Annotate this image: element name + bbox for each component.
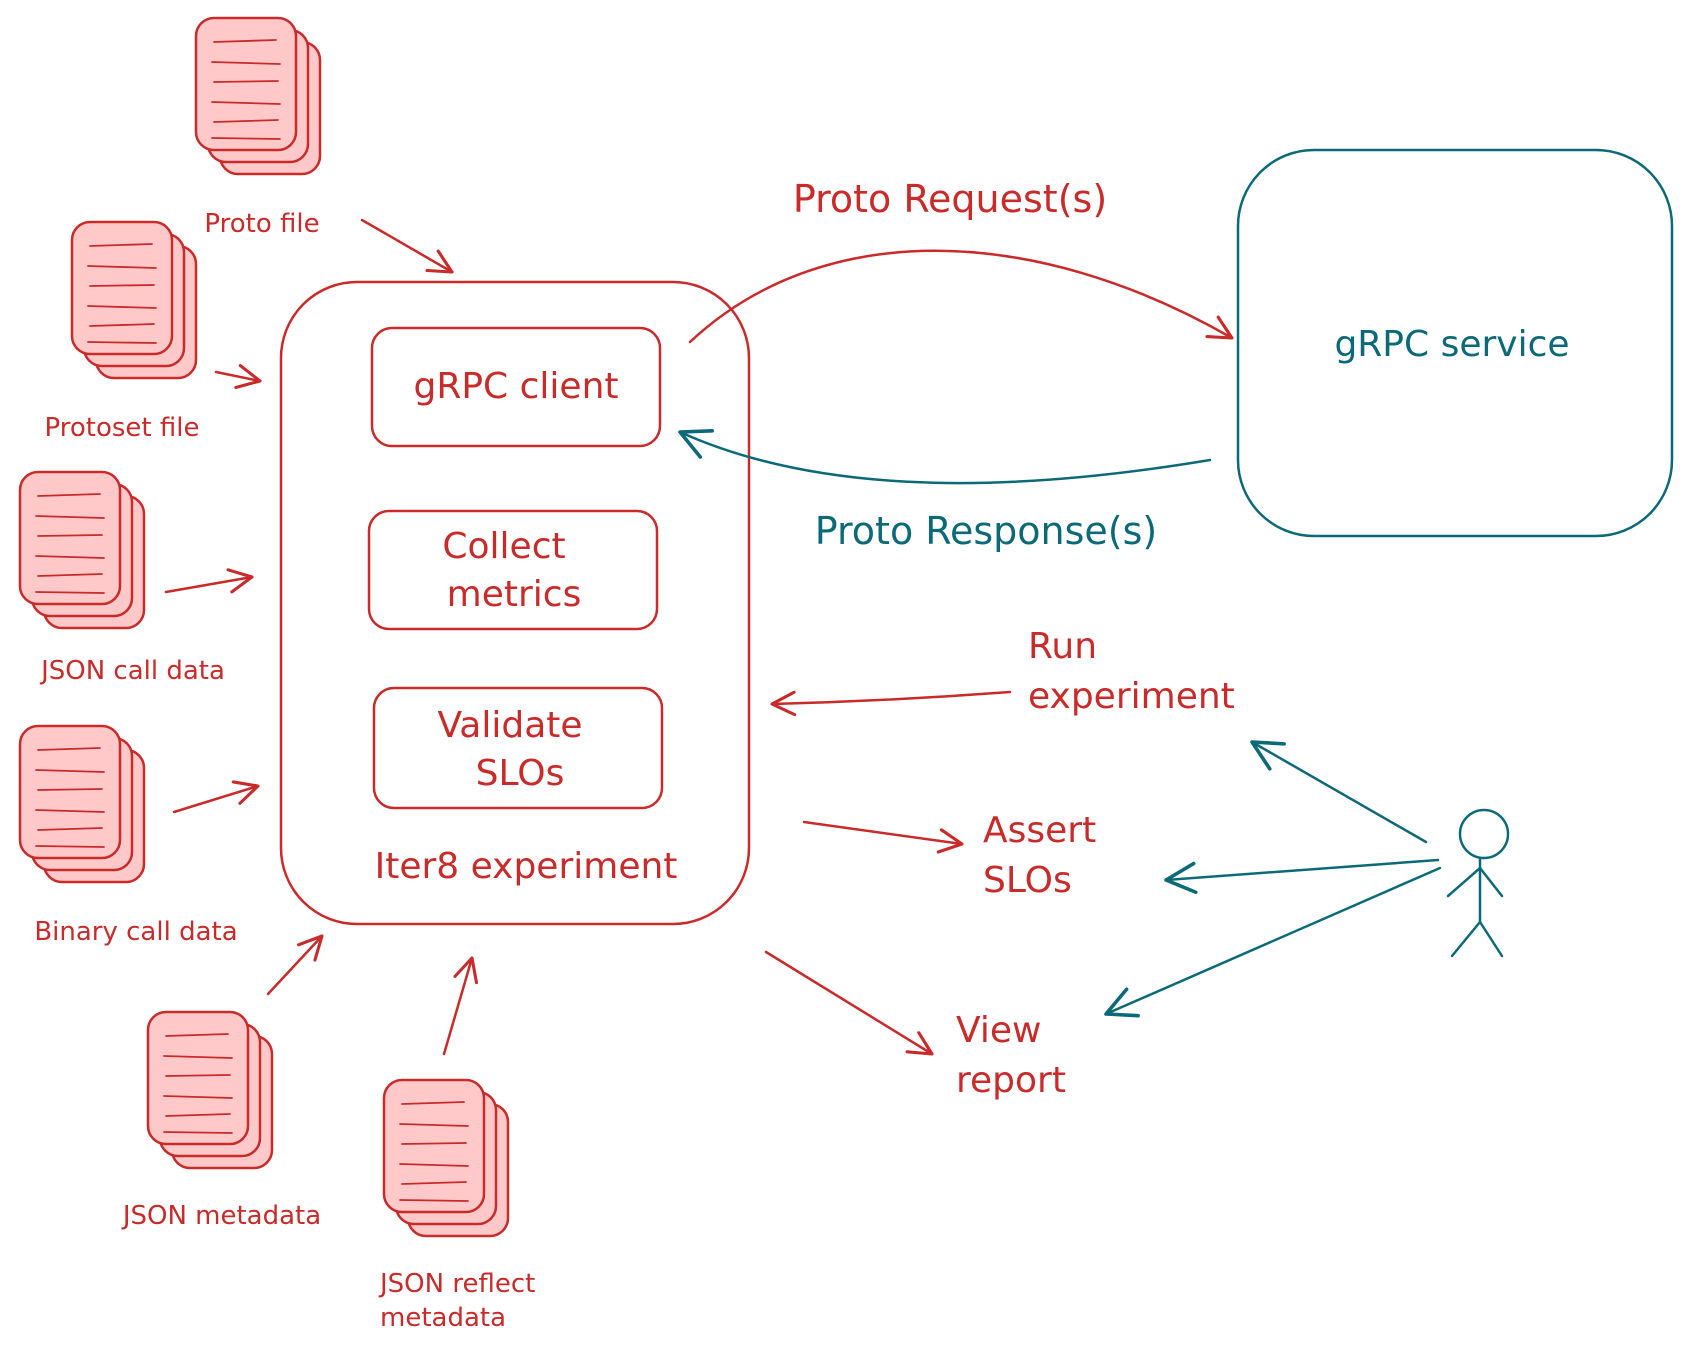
- arrow-protoset-file: [214, 363, 262, 390]
- collect-metrics-box: [367, 509, 659, 631]
- protoset-file-label: Protoset file: [45, 413, 200, 443]
- step-validate-slos: Validate SLOs: [372, 686, 664, 810]
- run-experiment-arrow: [770, 690, 1012, 717]
- json-call-data-label: JSON call data: [39, 656, 225, 686]
- user-run-arrow: [1250, 740, 1428, 844]
- stick-figure-icon: [1446, 808, 1510, 958]
- json-metadata-label: JSON metadata: [121, 1201, 321, 1231]
- binary-call-data-label: Binary call data: [34, 917, 237, 947]
- input-protoset-file: Protoset file: [45, 220, 200, 443]
- response-arrow: [678, 428, 1212, 485]
- assert-slos-label-line2: SLOs: [983, 860, 1072, 901]
- arrow-json-reflect-metadata: [442, 956, 479, 1056]
- input-arrows: [164, 218, 479, 1056]
- action-run-experiment: Run experiment: [770, 626, 1235, 717]
- document-stack-icon: [70, 220, 198, 380]
- user-assert-arrow: [1164, 858, 1440, 895]
- grpc-client-box: [370, 326, 662, 448]
- grpc-client-label: gRPC client: [413, 366, 618, 407]
- run-experiment-label-line2: experiment: [1028, 676, 1235, 717]
- collect-metrics-label-line2: metrics: [447, 574, 582, 615]
- action-view-report: View report: [764, 950, 1066, 1101]
- json-reflect-metadata-label-line2: metadata: [380, 1303, 506, 1333]
- grpc-service: gRPC service: [1236, 148, 1674, 538]
- document-stack-icon: [146, 1010, 274, 1170]
- run-experiment-label-line1: Run: [1028, 626, 1097, 667]
- experiment-title: Iter8 experiment: [375, 846, 678, 887]
- proto-file-label: Proto file: [204, 209, 319, 239]
- input-binary-call-data: Binary call data: [18, 724, 238, 947]
- arrow-proto-file: [360, 218, 454, 274]
- step-grpc-client: gRPC client: [370, 326, 662, 448]
- view-report-label-line1: View: [956, 1010, 1041, 1051]
- step-collect-metrics: Collect metrics: [367, 509, 659, 631]
- validate-slos-label-line1: Validate: [437, 705, 582, 746]
- assert-slos-label-line1: Assert: [983, 810, 1096, 851]
- json-reflect-metadata-label-line1: JSON reflect: [378, 1269, 535, 1299]
- collect-metrics-label-line1: Collect: [442, 526, 565, 567]
- view-report-label-line2: report: [956, 1060, 1066, 1101]
- request-flow: Proto Request(s): [688, 177, 1234, 344]
- user: [1104, 740, 1510, 1018]
- response-label: Proto Response(s): [815, 509, 1157, 553]
- request-label: Proto Request(s): [793, 177, 1107, 221]
- validate-slos-label-line2: SLOs: [476, 753, 565, 794]
- response-flow: Proto Response(s): [678, 428, 1212, 553]
- input-proto-file: Proto file: [194, 16, 322, 239]
- arrow-json-metadata: [266, 934, 324, 996]
- input-json-call-data: JSON call data: [18, 470, 225, 686]
- iter8-experiment: gRPC client Collect metrics Validate SLO…: [279, 280, 751, 926]
- request-arrow: [688, 249, 1234, 344]
- input-json-metadata: JSON metadata: [121, 1010, 321, 1231]
- arrow-binary-call-data: [172, 780, 260, 814]
- document-stack-icon: [382, 1078, 510, 1238]
- experiment-container: [279, 280, 751, 926]
- input-json-reflect-metadata: JSON reflect metadata: [378, 1078, 535, 1333]
- action-assert-slos: Assert SLOs: [802, 810, 1096, 901]
- assert-slos-arrow: [802, 820, 964, 854]
- document-stack-icon: [18, 724, 146, 884]
- grpc-service-label: gRPC service: [1334, 324, 1569, 365]
- document-stack-icon: [194, 16, 322, 176]
- view-report-arrow: [764, 950, 934, 1056]
- grpc-service-box: [1236, 148, 1674, 538]
- document-stack-icon: [18, 470, 146, 630]
- validate-slos-box: [372, 686, 664, 810]
- user-view-arrow: [1104, 866, 1442, 1018]
- arrow-json-call-data: [164, 568, 254, 594]
